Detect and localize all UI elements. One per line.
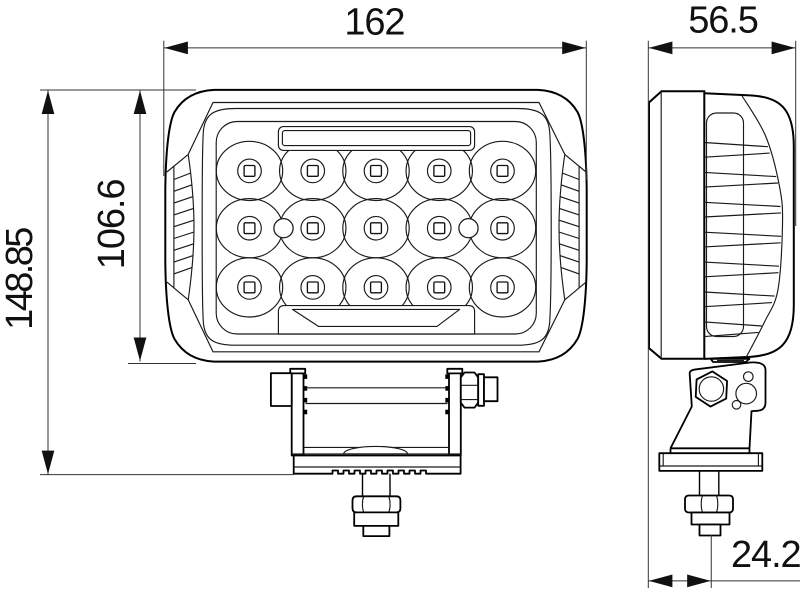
svg-text:162: 162 [344, 2, 404, 44]
svg-text:24.2: 24.2 [731, 534, 800, 576]
svg-text:148.85: 148.85 [0, 228, 41, 330]
svg-text:56.5: 56.5 [688, 0, 758, 41]
svg-text:106.6: 106.6 [91, 180, 133, 270]
